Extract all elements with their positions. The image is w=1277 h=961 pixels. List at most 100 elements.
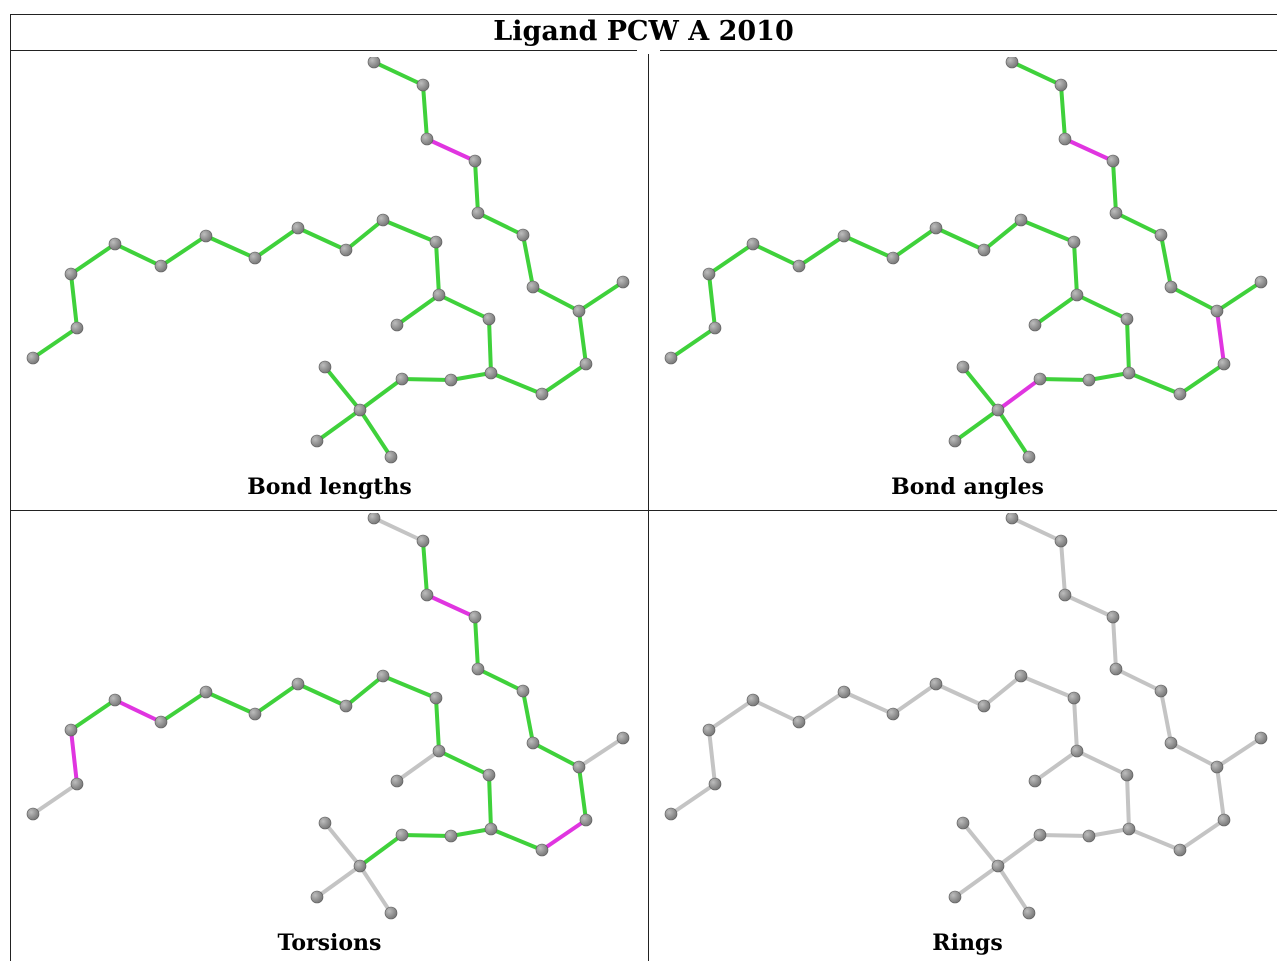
atom-29 bbox=[956, 816, 970, 830]
atom-7 bbox=[929, 221, 943, 235]
bond-24-25 bbox=[1010, 60, 1063, 87]
atom-15 bbox=[535, 387, 549, 401]
atom-18 bbox=[1254, 731, 1268, 745]
atom-4 bbox=[792, 259, 806, 273]
bond-19-20 bbox=[1159, 233, 1173, 289]
atom-16 bbox=[579, 357, 593, 371]
atom-14 bbox=[484, 366, 498, 380]
bond-21-22 bbox=[473, 159, 480, 215]
atom-17 bbox=[572, 304, 586, 318]
bond-6-7 bbox=[891, 682, 938, 716]
bond-26-27 bbox=[1038, 833, 1091, 838]
row-divider bbox=[10, 510, 1277, 511]
atom-18 bbox=[1254, 275, 1268, 289]
bond-14-26 bbox=[449, 827, 493, 838]
atom-8 bbox=[977, 699, 991, 713]
atom-24 bbox=[1054, 534, 1068, 548]
atom-29 bbox=[318, 360, 332, 374]
bond-22-23 bbox=[425, 593, 477, 619]
panel-bond-angles: Bond angles bbox=[649, 57, 1277, 505]
bond-28-29 bbox=[323, 365, 362, 412]
atom-30 bbox=[310, 890, 324, 904]
bond-21-22 bbox=[1111, 159, 1118, 215]
atom-9 bbox=[1014, 213, 1028, 227]
bond-14-26 bbox=[449, 371, 493, 382]
bond-10-11 bbox=[434, 240, 441, 297]
bond-3-4 bbox=[113, 698, 163, 724]
bond-15-16 bbox=[1178, 362, 1226, 396]
bond-7-8 bbox=[296, 682, 348, 708]
bond-24-25 bbox=[1010, 516, 1063, 543]
bond-9-10 bbox=[381, 218, 438, 244]
atom-20 bbox=[1154, 228, 1168, 242]
atom-25 bbox=[367, 57, 381, 69]
bond-0-1 bbox=[669, 782, 717, 816]
atom-29 bbox=[956, 360, 970, 374]
atom-22 bbox=[1106, 610, 1120, 624]
atom-2 bbox=[64, 723, 78, 737]
bond-17-18 bbox=[1215, 736, 1263, 769]
caption-torsions: Torsions bbox=[277, 930, 382, 956]
atom-26 bbox=[1082, 829, 1096, 843]
bond-20-21 bbox=[476, 211, 525, 237]
bond-27-28 bbox=[358, 833, 404, 868]
atom-10 bbox=[1067, 691, 1081, 705]
atom-23 bbox=[1058, 588, 1072, 602]
bond-11-12 bbox=[395, 749, 441, 783]
atom-2 bbox=[702, 723, 716, 737]
bond-20-21 bbox=[476, 667, 525, 693]
atom-3 bbox=[746, 693, 760, 707]
bond-28-31 bbox=[358, 864, 393, 915]
atom-19 bbox=[1164, 736, 1178, 750]
atom-24 bbox=[416, 534, 430, 548]
panel-rings: Rings bbox=[649, 513, 1277, 961]
bond-13-14 bbox=[487, 317, 493, 375]
bond-2-3 bbox=[69, 242, 117, 276]
atom-5 bbox=[837, 229, 851, 243]
atom-1 bbox=[708, 777, 722, 791]
bond-4-5 bbox=[159, 690, 208, 724]
caption-bond-lengths: Bond lengths bbox=[247, 474, 412, 500]
bond-9-10 bbox=[1019, 674, 1076, 700]
bond-5-6 bbox=[842, 234, 895, 260]
atom-31 bbox=[1022, 906, 1036, 920]
atom-17 bbox=[572, 760, 586, 774]
bond-19-20 bbox=[521, 689, 535, 745]
bond-17-18 bbox=[577, 280, 625, 313]
bond-16-17 bbox=[1215, 765, 1226, 822]
atom-13 bbox=[1120, 768, 1134, 782]
atom-12 bbox=[390, 318, 404, 332]
bond-28-30 bbox=[315, 408, 362, 443]
bond-8-9 bbox=[982, 674, 1023, 708]
bond-23-24 bbox=[421, 539, 429, 597]
bond-13-14 bbox=[1125, 773, 1131, 831]
atom-19 bbox=[526, 280, 540, 294]
atom-4 bbox=[154, 715, 168, 729]
bond-19-20 bbox=[521, 233, 535, 289]
atom-27 bbox=[395, 372, 409, 386]
bond-10-11 bbox=[1072, 696, 1079, 753]
title-underline-left bbox=[10, 50, 637, 51]
bond-28-29 bbox=[961, 821, 1000, 868]
atom-9 bbox=[376, 213, 390, 227]
atom-20 bbox=[516, 228, 530, 242]
bond-9-10 bbox=[381, 674, 438, 700]
panel-torsions: Torsions bbox=[11, 513, 648, 961]
bond-4-5 bbox=[797, 690, 846, 724]
atom-24 bbox=[1054, 78, 1068, 92]
atom-12 bbox=[1028, 774, 1042, 788]
atom-13 bbox=[482, 312, 496, 326]
bond-7-8 bbox=[934, 682, 986, 708]
bond-13-14 bbox=[1125, 317, 1131, 375]
atom-11 bbox=[1070, 744, 1084, 758]
atom-22 bbox=[468, 610, 482, 624]
atom-26 bbox=[444, 373, 458, 387]
figure-frame bbox=[10, 14, 1277, 961]
atom-27 bbox=[1033, 828, 1047, 842]
bond-9-10 bbox=[1019, 218, 1076, 244]
bond-2-3 bbox=[69, 698, 117, 732]
atom-5 bbox=[199, 685, 213, 699]
bond-11-13 bbox=[437, 293, 491, 321]
bond-14-15 bbox=[1127, 827, 1182, 852]
molecule-rings bbox=[664, 513, 1268, 920]
